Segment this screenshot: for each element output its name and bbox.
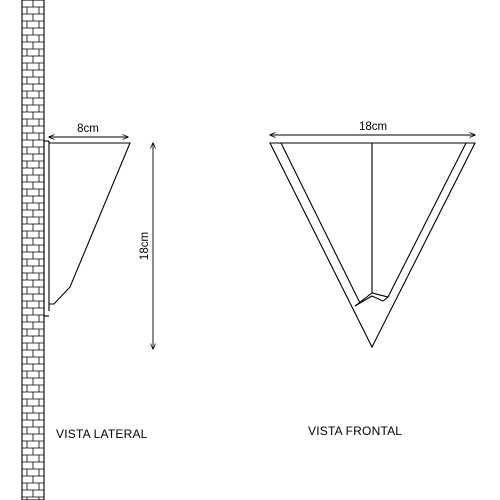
frontal-width-dimension: 18cm (270, 121, 475, 135)
frontal-view-label: VISTA FRONTAL (308, 424, 402, 438)
frontal-view: 18cm VISTA FRONTAL (269, 121, 476, 438)
brick-wall-icon (21, 0, 45, 500)
lateral-view: 8cm 18cm VISTA LATERAL (43, 123, 153, 441)
frontal-width-label: 18cm (359, 121, 387, 133)
lateral-width-label: 8cm (77, 123, 99, 135)
lateral-width-dimension: 8cm (49, 123, 128, 137)
lateral-view-label: VISTA LATERAL (56, 427, 148, 441)
planter-side-profile (49, 142, 131, 305)
lateral-height-dimension: 18cm (139, 143, 153, 349)
lateral-height-label: 18cm (139, 232, 151, 260)
